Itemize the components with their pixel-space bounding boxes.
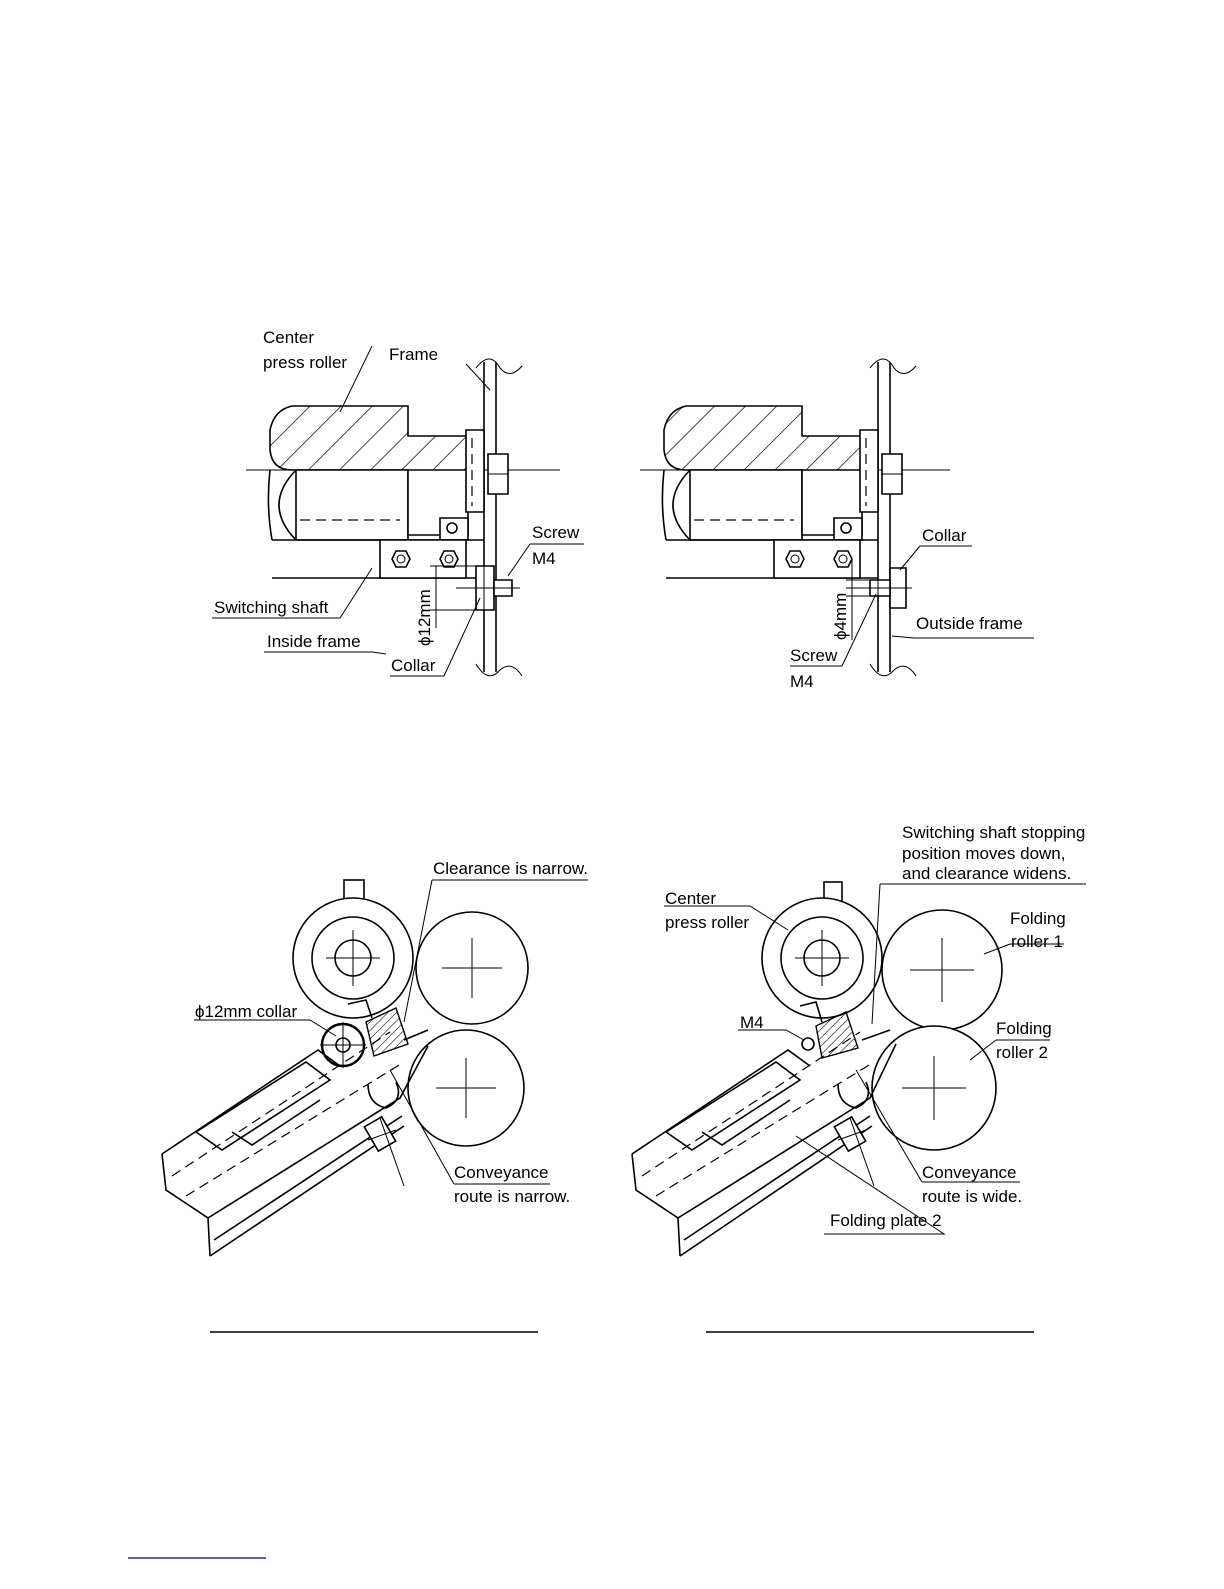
center-press-roller-section	[246, 405, 560, 541]
hex-nut-2	[439, 550, 459, 568]
label-outside-frame: Outside frame	[916, 614, 1023, 633]
figure-top-left: Center press roller Frame Screw M4 ϕ12mm…	[212, 328, 584, 677]
hex-nut-3	[785, 550, 805, 568]
dimension-phi4	[846, 560, 872, 640]
label-m4: M4	[740, 1013, 764, 1032]
folding-plate-left	[161, 1029, 429, 1257]
leaders-top-left	[212, 345, 584, 677]
lever-block-left	[347, 999, 409, 1057]
label-clearance-narrow: Clearance is narrow.	[433, 859, 588, 878]
label-folding-plate2: Folding plate 2	[830, 1211, 942, 1230]
dimension-phi12	[430, 565, 478, 628]
label-phi4mm: ϕ4mm	[831, 593, 850, 640]
leaders-bottom-left	[194, 879, 588, 1185]
label-center-line1: Center	[263, 328, 314, 347]
lever-block-right	[799, 1001, 859, 1059]
hex-nut-1	[391, 550, 411, 568]
m4-screw-right	[801, 1037, 815, 1051]
label-conveyance-narrow-line1: Conveyance	[454, 1163, 549, 1182]
label-screw-line1: Screw	[532, 523, 580, 542]
label-switching-shaft: Switching shaft	[214, 598, 329, 617]
label-folding-roller2-line1: Folding	[996, 1019, 1052, 1038]
center-press-roller-section-right	[640, 405, 950, 541]
label-folding-roller1-line2: roller 1	[1011, 932, 1063, 951]
collar-phi12-left	[320, 1022, 366, 1068]
folding-plate-right	[631, 1029, 897, 1257]
switching-shaft-right	[666, 539, 878, 579]
leaders-bottom-right	[664, 883, 1086, 1235]
label-phi12mm: ϕ12mm	[415, 589, 434, 646]
label-switching-line1: Switching shaft stopping	[902, 823, 1085, 842]
center-press-roller-right	[761, 881, 883, 1019]
label-conveyance-wide-line1: Conveyance	[922, 1163, 1017, 1182]
label-press-roller-right-line2: press roller	[665, 913, 749, 932]
label-screw-right-line1: Screw	[790, 646, 838, 665]
hex-nut-4	[833, 550, 853, 568]
label-conveyance-narrow-line2: route is narrow.	[454, 1187, 570, 1206]
collar-and-screw-right	[846, 562, 912, 614]
label-switching-line3: and clearance widens.	[902, 864, 1071, 883]
switching-shaft	[272, 539, 484, 579]
label-screw-right-line2: M4	[790, 672, 814, 691]
label-folding-roller1-line1: Folding	[1010, 909, 1066, 928]
figure-bottom-left: Clearance is narrow. ϕ12mm collar Convey…	[161, 859, 588, 1257]
label-collar: Collar	[391, 656, 436, 675]
frame-plate-right	[869, 358, 917, 677]
center-press-roller-left	[292, 879, 414, 1019]
label-press-roller-line2: press roller	[263, 353, 347, 372]
label-switching-line2: position moves down,	[902, 844, 1065, 863]
label-screw-line2: M4	[532, 549, 556, 568]
label-folding-roller2-line2: roller 2	[996, 1043, 1048, 1062]
caption-rules	[128, 1331, 1034, 1559]
folding-rollers-right	[871, 909, 1003, 1151]
label-collar-right: Collar	[922, 526, 967, 545]
collar-and-screw	[456, 562, 520, 614]
label-conveyance-wide-line2: route is wide.	[922, 1187, 1022, 1206]
frame-plate	[475, 358, 523, 677]
label-center-right-line1: Center	[665, 889, 716, 908]
label-inside-frame: Inside frame	[267, 632, 361, 651]
folding-rollers-left	[407, 911, 529, 1147]
label-frame: Frame	[389, 345, 438, 364]
figure-top-right: Collar ϕ4mm Outside frame Screw M4	[640, 358, 1034, 691]
leaders-top-right	[790, 545, 1034, 667]
figure-bottom-right: Switching shaft stopping position moves …	[631, 823, 1086, 1257]
label-phi12mm-collar: ϕ12mm collar	[195, 1002, 297, 1021]
